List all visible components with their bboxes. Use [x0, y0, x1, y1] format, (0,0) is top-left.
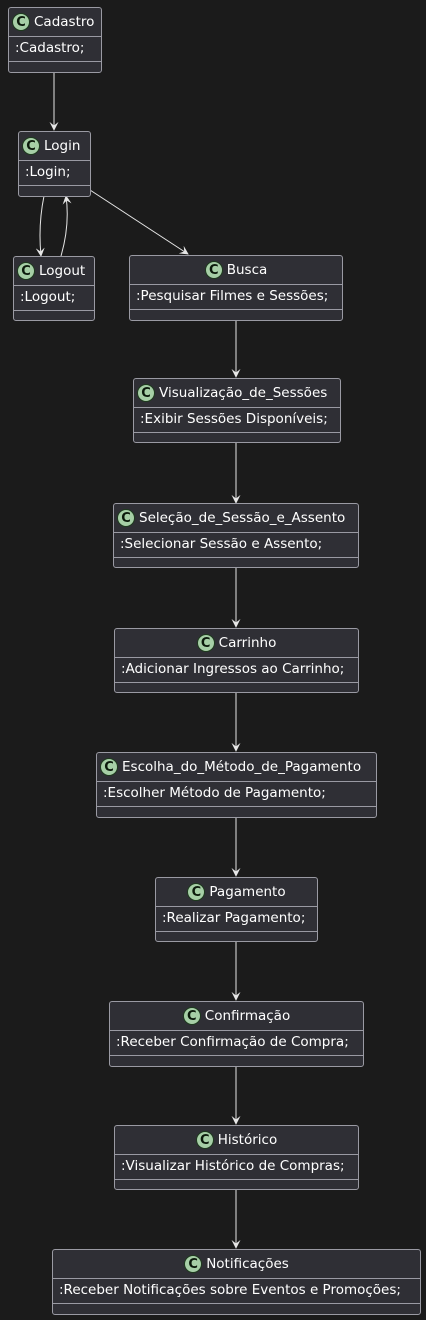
class-attribute: :Realizar Pagamento;: [156, 907, 317, 932]
class-icon: C: [195, 1131, 214, 1149]
class-name: Visualização_de_Sessões: [159, 385, 328, 401]
class-escolha-do-metodo-de-pagamento[interactable]: C Escolha_do_Método_de_Pagamento :Escolh…: [96, 752, 377, 818]
class-busca[interactable]: C Busca :Pesquisar Filmes e Sessões;: [129, 255, 343, 321]
class-name: Cadastro: [34, 14, 95, 30]
class-attribute: :Cadastro;: [9, 37, 101, 62]
class-name: Confirmação: [204, 1008, 291, 1024]
edge-login-busca: [89, 189, 189, 255]
class-cadastro[interactable]: C Cadastro :Cadastro;: [8, 7, 102, 73]
class-icon: C: [196, 634, 215, 652]
class-selecao-de-sessao-e-assento[interactable]: C Seleção_de_Sessão_e_Assento :Seleciona…: [113, 503, 359, 568]
class-name: Histórico: [217, 1132, 278, 1148]
class-name: Notificações: [206, 1256, 289, 1272]
class-icon: C: [117, 509, 135, 527]
edge-logout-login: [60, 195, 72, 257]
class-header: C Cadastro: [9, 8, 101, 37]
class-icon: C: [184, 1255, 203, 1273]
class-pagamento[interactable]: C Pagamento :Realizar Pagamento;: [155, 877, 318, 942]
class-historico[interactable]: C Histórico :Visualizar Histórico de Com…: [114, 1125, 359, 1190]
edge-login-logout: [35, 195, 45, 257]
class-header: C Logout: [14, 257, 94, 286]
class-login[interactable]: C Login :Login;: [18, 131, 91, 197]
class-attribute: :Selecionar Sessão e Assento;: [114, 533, 358, 558]
class-header: C Pagamento: [156, 878, 317, 907]
class-header: C Confirmação: [110, 1002, 363, 1031]
class-carrinho[interactable]: C Carrinho :Adicionar Ingressos ao Carri…: [114, 628, 359, 693]
class-logout[interactable]: C Logout :Logout;: [13, 256, 95, 321]
class-header: C Busca: [130, 256, 342, 285]
class-attribute: :Escolher Método de Pagamento;: [97, 782, 376, 807]
class-name: Pagamento: [209, 884, 286, 900]
class-confirmacao[interactable]: C Confirmação :Receber Confirmação de Co…: [109, 1001, 364, 1067]
class-name: Seleção_de_Sessão_e_Assento: [139, 510, 346, 526]
class-header: C Histórico: [115, 1126, 358, 1155]
class-icon: C: [204, 261, 223, 279]
class-notificacoes[interactable]: C Notificações :Receber Notificações sob…: [52, 1249, 421, 1315]
class-attribute: :Pesquisar Filmes e Sessões;: [130, 285, 342, 310]
class-visualizacao-de-sessoes[interactable]: C Visualização_de_Sessões :Exibir Sessõe…: [133, 378, 341, 443]
class-attribute: :Visualizar Histórico de Compras;: [115, 1155, 358, 1180]
class-icon: C: [17, 262, 35, 280]
class-name: Carrinho: [218, 635, 277, 651]
class-icon: C: [182, 1007, 201, 1025]
class-header: C Escolha_do_Método_de_Pagamento: [97, 753, 376, 782]
class-name: Login: [44, 138, 81, 154]
class-attribute: :Receber Notificações sobre Eventos e Pr…: [53, 1279, 420, 1304]
class-attribute: :Adicionar Ingressos ao Carrinho;: [115, 658, 358, 683]
class-attribute: :Receber Confirmação de Compra;: [110, 1031, 363, 1056]
class-icon: C: [187, 883, 206, 901]
class-icon: C: [137, 384, 155, 402]
class-attribute: :Login;: [19, 161, 90, 186]
class-name: Escolha_do_Método_de_Pagamento: [122, 759, 362, 775]
class-name: Logout: [39, 263, 86, 279]
class-icon: C: [12, 13, 30, 31]
class-icon: C: [22, 137, 40, 155]
class-icon: C: [100, 758, 118, 776]
class-name: Busca: [226, 262, 268, 278]
class-header: C Seleção_de_Sessão_e_Assento: [114, 504, 358, 533]
class-attribute: :Exibir Sessões Disponíveis;: [134, 408, 340, 433]
class-header: C Carrinho: [115, 629, 358, 658]
class-attribute: :Logout;: [14, 286, 94, 311]
class-header: C Login: [19, 132, 90, 161]
class-header: C Notificações: [53, 1250, 420, 1279]
class-header: C Visualização_de_Sessões: [134, 379, 340, 408]
